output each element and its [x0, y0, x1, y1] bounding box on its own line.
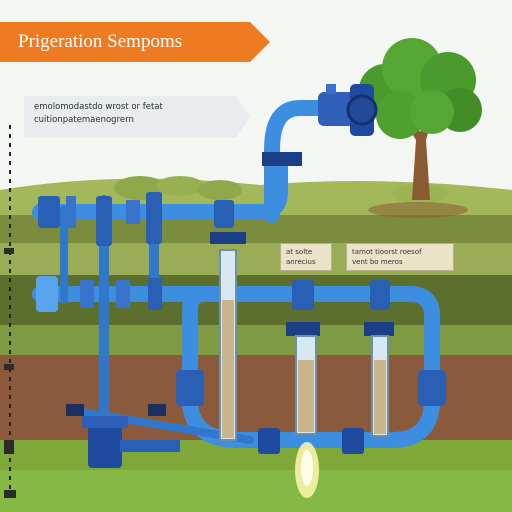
base-pump — [66, 404, 180, 468]
lower-valves — [36, 276, 394, 336]
sensor-label-left-line2: anrecius — [286, 258, 316, 266]
sensor-label-left-line1: at solte — [286, 248, 313, 256]
info-callout: emolomodastdo wrost or fetat cuitionpate… — [24, 96, 250, 138]
sensor-label-left: at solte anrecius — [280, 243, 332, 271]
title-banner: Prigeration Sempoms — [0, 22, 270, 62]
valve-icon — [38, 192, 246, 246]
sensor-label-right-line1: tamot tioorst roesof — [352, 248, 422, 256]
info-line-1: emolomodastdo wrost or fetat — [34, 102, 163, 112]
sensor-label-right: tamot tioorst roesof vent bo meros — [346, 243, 454, 271]
gauge-icon — [219, 249, 389, 498]
pump-icon — [262, 84, 378, 166]
sensor-label-right-line2: vent bo meros — [352, 258, 403, 266]
loop-couplings — [176, 370, 446, 454]
info-line-2: cuitionpatemaenogrern — [34, 115, 134, 125]
page-title: Prigeration Sempoms — [18, 31, 183, 52]
depth-markers — [4, 248, 16, 498]
